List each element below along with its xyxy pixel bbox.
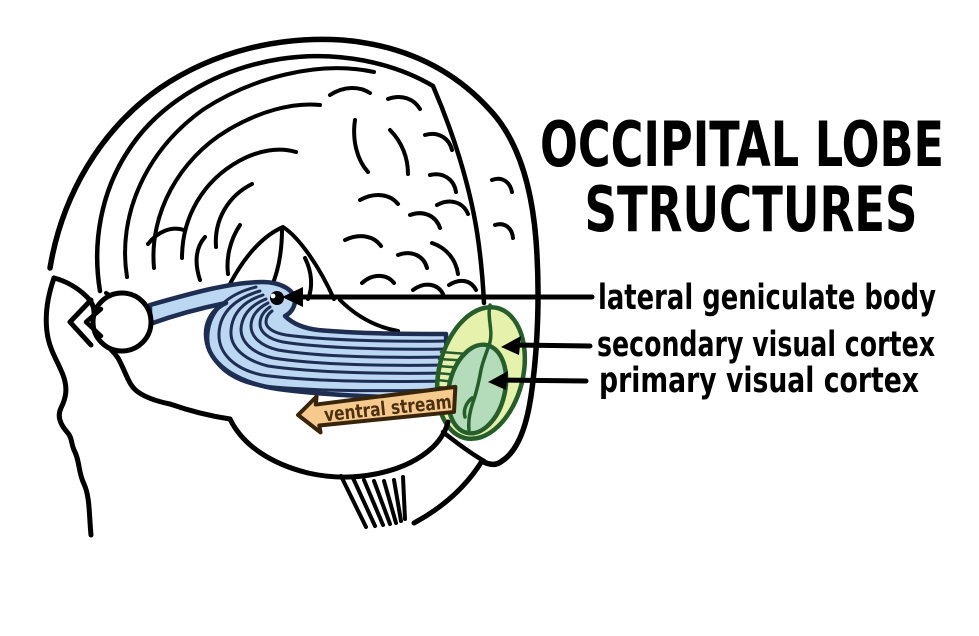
label-leader-lines — [282, 287, 595, 390]
gyrus-line — [408, 211, 442, 230]
gyrus-line — [388, 128, 410, 176]
gyrus-line — [225, 223, 242, 276]
face-profile-line — [43, 275, 94, 538]
gyrus-line — [146, 226, 186, 246]
gyrus-line — [435, 199, 470, 216]
gyrus-line — [428, 172, 458, 194]
label-lateral-geniculate-body: lateral geniculate body — [598, 278, 936, 318]
diagram-title: OCCIPITAL LOBE STRUCTURES — [540, 108, 944, 246]
eye — [67, 290, 154, 354]
calcarine-fissure-line — [462, 303, 493, 432]
lateral-geniculate-body-dot — [270, 291, 284, 305]
jaw-cheek-line — [97, 337, 233, 422]
cornea-chevron-outer — [67, 297, 94, 348]
gyrus-line — [490, 176, 514, 194]
brow-line — [51, 275, 97, 315]
gyrus-line — [194, 235, 207, 282]
gyrus-line — [411, 282, 445, 296]
gyrus-line — [151, 102, 322, 270]
skull-outline — [47, 36, 541, 468]
title-line-2: STRUCTURES — [585, 173, 918, 246]
gyrus-line — [386, 95, 422, 111]
gyrus-line — [352, 118, 370, 174]
cerebellum-outline — [227, 416, 451, 480]
eyeball — [90, 290, 154, 354]
head-and-brain-outlines — [43, 36, 541, 538]
gyrus-line — [180, 147, 298, 260]
gyrus-line — [123, 66, 376, 279]
gyrus-line — [430, 241, 460, 276]
structure-labels: lateral geniculate body secondary visual… — [597, 278, 936, 401]
gyrus-line — [493, 222, 515, 240]
brain-outline — [94, 53, 487, 306]
label-secondary-visual-cortex: secondary visual cortex — [597, 325, 935, 365]
optic-radiations — [147, 279, 451, 401]
gyrus-line — [343, 234, 383, 248]
ventral-stream-arrow-shape — [296, 384, 458, 435]
gyrus-line — [447, 278, 478, 292]
arrowhead-lgb — [282, 287, 303, 307]
gyrus-line — [360, 273, 396, 285]
gyrus-line — [269, 227, 284, 290]
arrowhead-primary — [488, 371, 508, 390]
gyrus-line — [338, 298, 400, 333]
gyrus-line — [358, 193, 400, 206]
cornea-chevron-inner — [83, 306, 104, 339]
neck-back-line — [411, 458, 485, 526]
gyrus-line — [328, 86, 372, 97]
radiation-fiber-lines — [206, 285, 449, 393]
brainstem-hatching — [339, 474, 407, 529]
gyrus-line — [213, 182, 254, 249]
gyrus-line — [396, 251, 429, 270]
gyrus-line — [303, 256, 314, 301]
gyrus-line — [423, 131, 454, 152]
label-primary-visual-cortex: primary visual cortex — [599, 361, 919, 401]
title-line-1: OCCIPITAL LOBE — [540, 108, 944, 181]
arrowhead-secondary — [501, 336, 521, 355]
central-sulcus-peak — [220, 225, 336, 302]
leader-line-secondary — [511, 342, 593, 349]
leader-line-primary — [499, 377, 589, 384]
optic-radiations-body — [147, 279, 451, 401]
